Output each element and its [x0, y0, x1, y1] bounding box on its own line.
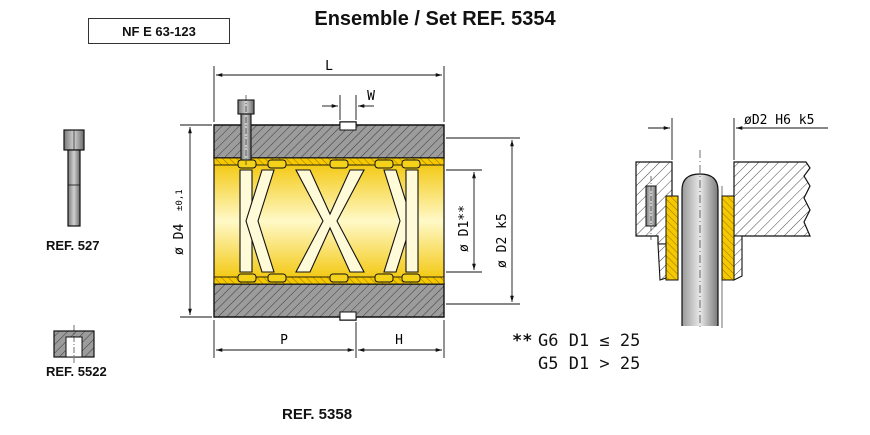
standard-label: NF E 63-123 — [122, 23, 196, 39]
note-marker: ** — [512, 331, 533, 351]
dimension-D2 — [446, 137, 520, 305]
dimension-L — [213, 66, 445, 122]
dim-label-W: W — [367, 89, 375, 104]
dim-label-D1: ø D1** — [457, 205, 472, 252]
dim-label-D4-tol: ±0,1 — [175, 189, 185, 211]
dim-label-housing: øD2 H6 k5 — [744, 113, 814, 128]
dim-label-D2: ø D2 k5 — [495, 213, 510, 268]
ref-527-label: REF. 527 — [46, 238, 100, 253]
ref-5358-label: REF. 5358 — [282, 406, 353, 423]
dim-label-D4: ø D4 — [172, 224, 187, 255]
note-line-2: G5 D1 > 25 — [538, 354, 641, 374]
standard-box: NF E 63-123 — [88, 18, 230, 44]
installation-view — [635, 118, 828, 330]
retainer-5522-drawing — [53, 325, 95, 363]
page-title: Ensemble / Set REF. 5354 — [314, 8, 556, 30]
bushing-section — [213, 95, 445, 321]
dimension-D1 — [446, 169, 482, 273]
dimension-P-H — [213, 320, 445, 358]
note-line-1: G6 D1 ≤ 25 — [538, 331, 641, 351]
ref-5522-label: REF. 5522 — [46, 364, 107, 379]
dimension-W — [322, 95, 374, 120]
dim-label-P: P — [280, 333, 288, 348]
screw-527-drawing — [63, 129, 85, 227]
dim-label-H: H — [395, 333, 403, 348]
dimension-D4 — [180, 124, 212, 318]
dim-label-L: L — [325, 59, 333, 74]
